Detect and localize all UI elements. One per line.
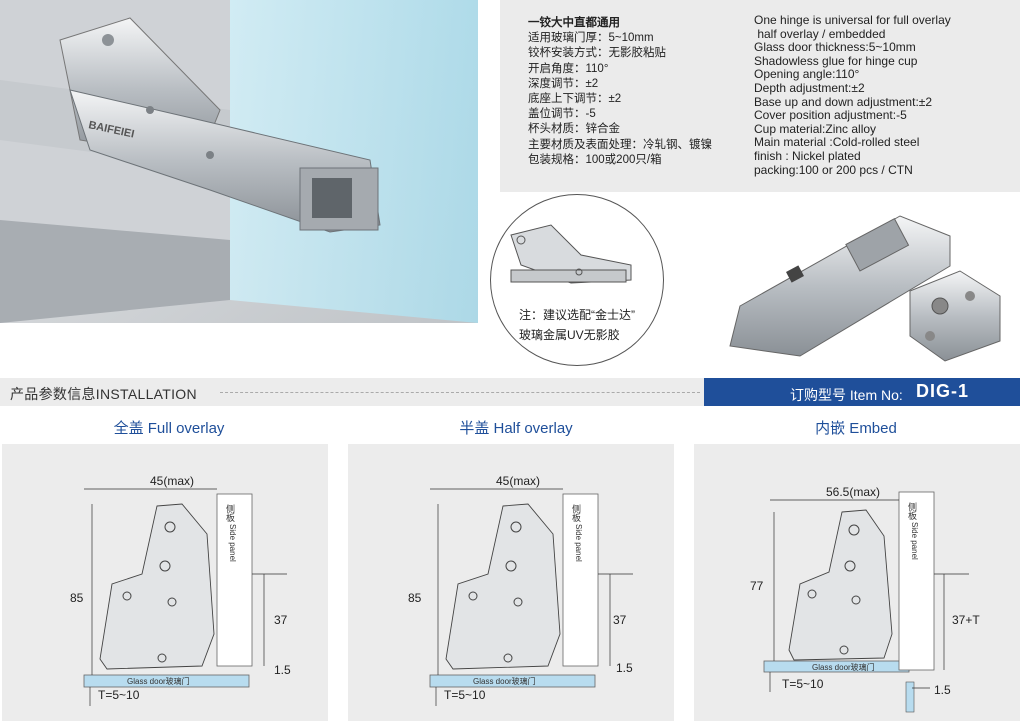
spec-en-item: Base up and down adjustment:±2 bbox=[754, 94, 933, 109]
full-overlay-diagram: Glass door玻璃门 侧板 Side panel 45(max) 85 3… bbox=[2, 444, 328, 721]
spec-en-list: One hinge is universal for full overlay … bbox=[754, 13, 951, 177]
parts-photo bbox=[700, 196, 1018, 368]
spec-en-item: Cover position adjustment:-5 bbox=[754, 108, 907, 123]
spec-en-item: Cup material:Zinc alloy bbox=[754, 121, 877, 136]
dim-height: 77 bbox=[750, 579, 764, 593]
spec-cn-item: 深度调节：±2 bbox=[528, 77, 599, 90]
spec-cn-item: 开启角度：110° bbox=[528, 62, 609, 75]
dim-gap: 1.5 bbox=[274, 663, 291, 677]
spec-cn-item: 底座上下调节：±2 bbox=[528, 93, 622, 106]
dim-thickness: T=5~10 bbox=[444, 688, 486, 702]
note-line-1: 注：建议选配“金士达” bbox=[519, 308, 635, 322]
panel-en-label: Side panel bbox=[228, 524, 237, 562]
spec-en-item: half overlay / embedded bbox=[754, 26, 886, 41]
spec-cn-item: 盖位调节：-5 bbox=[528, 108, 596, 121]
dim-height: 85 bbox=[408, 591, 422, 605]
hinge-parts-illustration bbox=[729, 215, 1001, 362]
half-overlay-diagram: Glass door玻璃门 侧板 Side panel 45(max) 85 3… bbox=[348, 444, 674, 721]
embed-diagram: Glass door玻璃门 侧板 Side panel 56.5(max) 77… bbox=[694, 444, 1020, 721]
glue-detail-illustration bbox=[510, 224, 632, 284]
product-photo: BAIFEIEI bbox=[0, 0, 478, 323]
divider bbox=[220, 392, 700, 393]
installation-bar: 产品参数信息INSTALLATION 订购型号 Item No: DIG-1 bbox=[0, 378, 1020, 406]
note-line-2: 玻璃金属UV无影胶 bbox=[519, 328, 620, 342]
spec-en-item: packing:100 or 200 pcs / CTN bbox=[754, 162, 913, 177]
panel-en-label: Side panel bbox=[574, 524, 583, 562]
spec-cn-item: 铰杯安装方式：无影胶粘贴 bbox=[528, 47, 666, 60]
dim-width: 56.5(max) bbox=[826, 485, 880, 499]
item-label: 订购型号 Item No: bbox=[790, 387, 903, 403]
item-code: DIG-1 bbox=[916, 381, 970, 401]
half-overlay-drawing: Glass door玻璃门 侧板 Side panel 45(max) 85 3… bbox=[408, 474, 633, 706]
item-number-box: 订购型号 Item No: DIG-1 bbox=[704, 378, 1020, 406]
glue-note-circle: 注：建议选配“金士达” 玻璃金属UV无影胶 bbox=[490, 194, 664, 366]
dim-mid: 37+T bbox=[952, 613, 980, 627]
embed-drawing: Glass door玻璃门 侧板 Side panel 56.5(max) 77… bbox=[750, 485, 980, 713]
dim-gap: 1.5 bbox=[616, 661, 633, 675]
glass-label: Glass door玻璃门 bbox=[127, 676, 190, 686]
spec-en-item: finish : Nickel plated bbox=[754, 148, 861, 163]
dim-mid: 37 bbox=[274, 613, 288, 627]
spec-en-item: Glass door thickness:5~10mm bbox=[754, 40, 916, 55]
full-overlay-drawing: Glass door玻璃门 侧板 Side panel 45(max) 85 3… bbox=[70, 474, 291, 706]
dim-mid: 37 bbox=[613, 613, 627, 627]
spec-en-item: Depth adjustment:±2 bbox=[754, 80, 865, 95]
glass-label: Glass door玻璃门 bbox=[473, 676, 536, 686]
spec-cn-item: 适用玻璃门厚：5~10mm bbox=[528, 32, 654, 45]
spec-panel: 一铰大中直都通用 适用玻璃门厚：5~10mm 铰杯安装方式：无影胶粘贴 开启角度… bbox=[500, 0, 1020, 192]
spec-en-item: One hinge is universal for full overlay bbox=[754, 13, 951, 27]
glass-label: Glass door玻璃门 bbox=[812, 662, 875, 672]
spec-cn-list: 一铰大中直都通用 适用玻璃门厚：5~10mm 铰杯安装方式：无影胶粘贴 开启角度… bbox=[528, 16, 712, 168]
note-text: 注：建议选配“金士达” 玻璃金属UV无影胶 bbox=[519, 305, 635, 345]
dim-width: 45(max) bbox=[150, 474, 194, 488]
full-overlay-title: 全盖 Full overlay bbox=[113, 420, 225, 437]
spec-cn-item: 包装规格：100或200只/箱 bbox=[528, 153, 662, 166]
embed-title: 内嵌 Embed bbox=[815, 420, 897, 437]
spec-cn-item: 杯头材质：锌合金 bbox=[528, 123, 620, 136]
panel-en-label: Side panel bbox=[910, 522, 919, 560]
dim-thickness: T=5~10 bbox=[782, 677, 824, 691]
spec-en-item: Opening angle:110° bbox=[754, 67, 860, 82]
spec-cn-item: 主要材质及表面处理：冷轧钢、镀镍 bbox=[528, 138, 712, 151]
dim-width: 45(max) bbox=[496, 474, 540, 488]
dim-gap: 1.5 bbox=[934, 683, 951, 697]
dim-height: 85 bbox=[70, 591, 84, 605]
panel-cn-label: 侧板 bbox=[225, 503, 235, 523]
panel-cn-label: 侧板 bbox=[571, 503, 581, 523]
half-overlay-title: 半盖 Half overlay bbox=[459, 420, 573, 437]
spec-en-item: Shadowless glue for hinge cup bbox=[754, 53, 918, 68]
panel-cn-label: 侧板 bbox=[907, 501, 917, 521]
spec-cn-item: 一铰大中直都通用 bbox=[528, 17, 620, 29]
dim-thickness: T=5~10 bbox=[98, 688, 140, 702]
section-title: 产品参数信息INSTALLATION bbox=[10, 386, 197, 402]
hinge-photo-illustration: BAIFEIEI bbox=[0, 0, 478, 323]
spec-en-item: Main material :Cold-rolled steel bbox=[754, 135, 920, 150]
